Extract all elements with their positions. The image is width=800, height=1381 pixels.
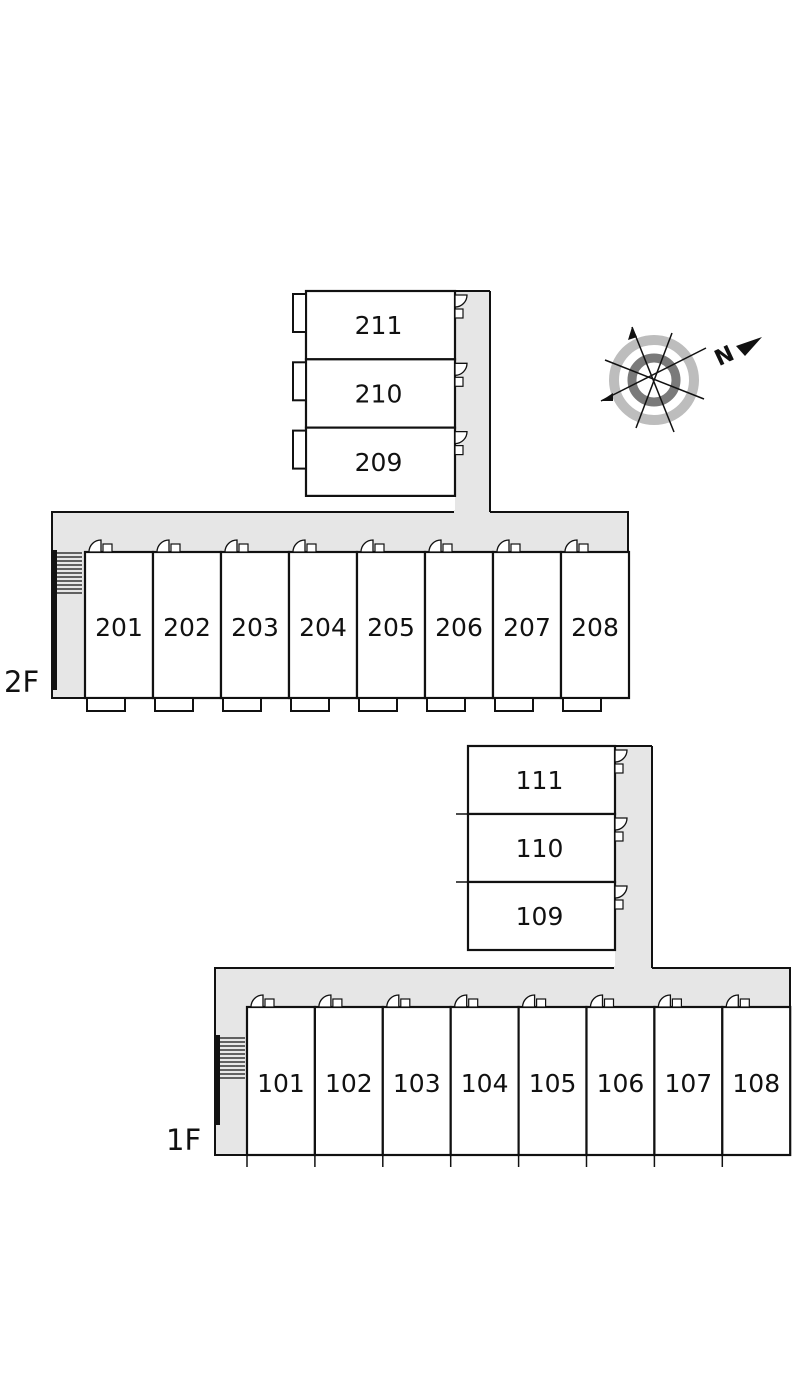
unit-110[interactable]: 110 xyxy=(456,812,628,884)
unit-label: 210 xyxy=(355,379,403,408)
unit-label: 203 xyxy=(231,613,279,642)
door-icon xyxy=(614,885,628,910)
unit-107[interactable]: 107 xyxy=(653,994,724,1167)
compass-north-arrow-icon: N xyxy=(600,326,762,433)
door-icon xyxy=(454,294,468,319)
unit-label: 207 xyxy=(503,613,551,642)
unit-106[interactable]: 106 xyxy=(585,994,656,1167)
balcony xyxy=(358,697,398,712)
unit-203[interactable]: 203 xyxy=(219,539,291,712)
unit-207[interactable]: 207 xyxy=(491,539,563,712)
unit-label: 106 xyxy=(597,1069,645,1098)
unit-label: 201 xyxy=(95,613,143,642)
door-icon xyxy=(386,994,411,1008)
door-icon xyxy=(88,539,113,553)
unit-label: 103 xyxy=(393,1069,441,1098)
unit-104[interactable]: 104 xyxy=(449,994,520,1167)
unit-label: 105 xyxy=(529,1069,577,1098)
unit-label: 101 xyxy=(257,1069,305,1098)
corridor xyxy=(615,746,652,970)
unit-209[interactable]: 209 xyxy=(292,426,468,498)
unit-label: 104 xyxy=(461,1069,509,1098)
unit-label: 209 xyxy=(355,448,403,477)
balcony xyxy=(292,293,307,333)
unit-206[interactable]: 206 xyxy=(423,539,495,712)
unit-label: 205 xyxy=(367,613,415,642)
floor-2f: 201 202 203 204 205 206 207 208 211 210 209 2F xyxy=(4,289,631,712)
unit-label: 211 xyxy=(355,311,403,340)
door-icon xyxy=(454,362,468,387)
unit-label: 109 xyxy=(516,902,564,931)
balcony xyxy=(86,697,126,712)
door-icon xyxy=(224,539,249,553)
balcony xyxy=(426,697,466,712)
corridor xyxy=(455,291,490,514)
door-icon xyxy=(589,994,615,1008)
door-icon xyxy=(564,539,589,553)
compass-north-label: N xyxy=(711,341,738,371)
unit-101[interactable]: 101 xyxy=(245,994,317,1167)
unit-109[interactable]: 109 xyxy=(456,880,628,952)
balcony xyxy=(494,697,534,712)
door-icon xyxy=(725,994,750,1008)
door-icon xyxy=(454,430,468,456)
staircase-icon xyxy=(53,550,82,690)
door-icon xyxy=(156,539,181,553)
door-icon xyxy=(496,539,521,553)
unit-102[interactable]: 102 xyxy=(313,994,384,1167)
unit-label: 206 xyxy=(435,613,483,642)
door-icon xyxy=(292,539,317,553)
door-icon xyxy=(614,749,628,774)
unit-label: 107 xyxy=(664,1069,712,1098)
unit-111[interactable]: 111 xyxy=(466,744,628,816)
unit-211[interactable]: 211 xyxy=(292,289,468,361)
door-icon xyxy=(360,539,385,553)
unit-204[interactable]: 204 xyxy=(287,539,359,712)
balcony xyxy=(154,697,194,712)
unit-label: 102 xyxy=(325,1069,373,1098)
unit-label: 208 xyxy=(571,613,619,642)
unit-201[interactable]: 201 xyxy=(83,539,155,712)
unit-202[interactable]: 202 xyxy=(151,539,223,712)
unit-label: 202 xyxy=(163,613,211,642)
balcony xyxy=(292,429,307,470)
door-icon xyxy=(657,994,683,1008)
balcony xyxy=(222,697,262,712)
unit-label: 108 xyxy=(732,1069,780,1098)
unit-label: 204 xyxy=(299,613,347,642)
floor-1f: 101 102 103 104 105 106 107 108 111 110 109 1F xyxy=(166,744,792,1167)
floor-label: 2F xyxy=(4,665,39,699)
unit-label: 111 xyxy=(516,766,564,795)
door-icon xyxy=(614,817,628,842)
unit-210[interactable]: 210 xyxy=(292,358,468,429)
staircase-icon xyxy=(216,1035,245,1125)
door-icon xyxy=(428,539,453,553)
door-icon xyxy=(521,994,547,1008)
unit-208[interactable]: 208 xyxy=(559,539,631,712)
balcony xyxy=(562,697,602,712)
balcony xyxy=(292,361,307,402)
door-icon xyxy=(250,994,275,1008)
floor-label: 1F xyxy=(166,1123,201,1157)
unit-105[interactable]: 105 xyxy=(517,994,588,1167)
unit-label: 110 xyxy=(516,834,564,863)
balcony xyxy=(290,697,330,712)
unit-205[interactable]: 205 xyxy=(355,539,427,712)
unit-103[interactable]: 103 xyxy=(381,994,452,1167)
door-icon xyxy=(318,994,343,1008)
door-icon xyxy=(454,994,479,1008)
unit-108[interactable]: 108 xyxy=(721,994,792,1167)
